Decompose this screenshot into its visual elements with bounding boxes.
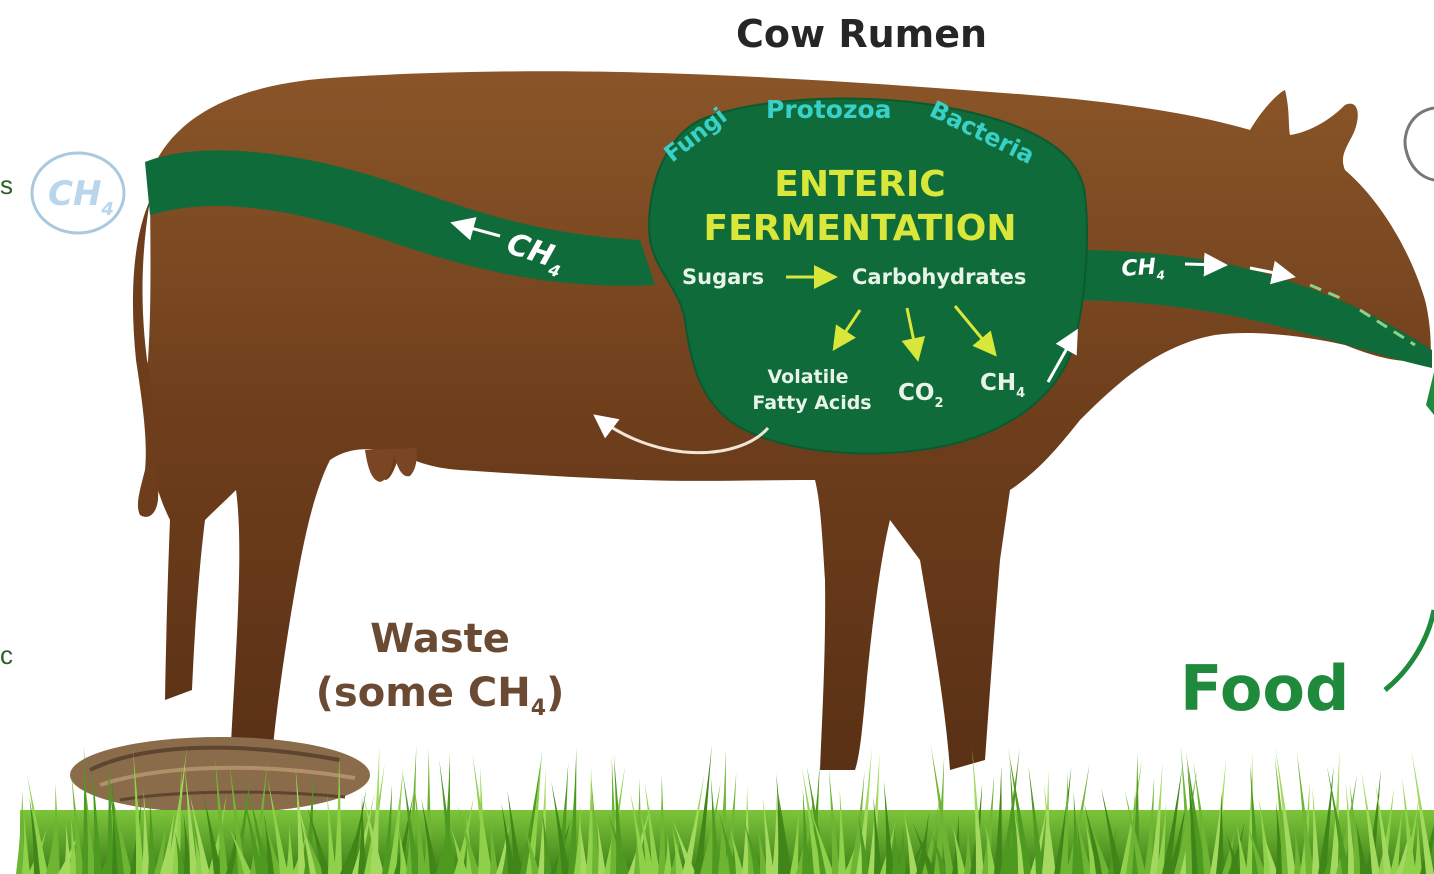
head-ch4-bubble-partial <box>1405 108 1434 180</box>
edge-fragment-upper: s <box>0 170 13 201</box>
waste-line2: (some CH4) <box>300 666 580 736</box>
waste-line1: Waste <box>300 612 580 666</box>
edge-fragment-lower: c <box>0 640 13 671</box>
food-arrow <box>1385 610 1434 690</box>
carbohydrates-label: Carbohydrates <box>852 265 1026 289</box>
waste-label: Waste (some CH4) <box>300 612 580 736</box>
udder <box>365 448 417 482</box>
food-label: Food <box>1180 652 1349 725</box>
vfa-label-line1: Volatile <box>767 366 848 388</box>
manure-pile <box>70 737 370 813</box>
fermentation-heading: FERMENTATION <box>704 208 1017 249</box>
food-arrow-head <box>1426 372 1434 415</box>
tail-ch4-bubble: CH4 <box>32 153 124 233</box>
protozoa-label: Protozoa <box>766 95 892 124</box>
enteric-heading: ENTERIC <box>774 164 945 205</box>
sugars-label: Sugars <box>682 265 764 289</box>
vfa-label-line2: Fatty Acids <box>752 392 871 414</box>
diagram-title: Cow Rumen <box>736 12 987 56</box>
